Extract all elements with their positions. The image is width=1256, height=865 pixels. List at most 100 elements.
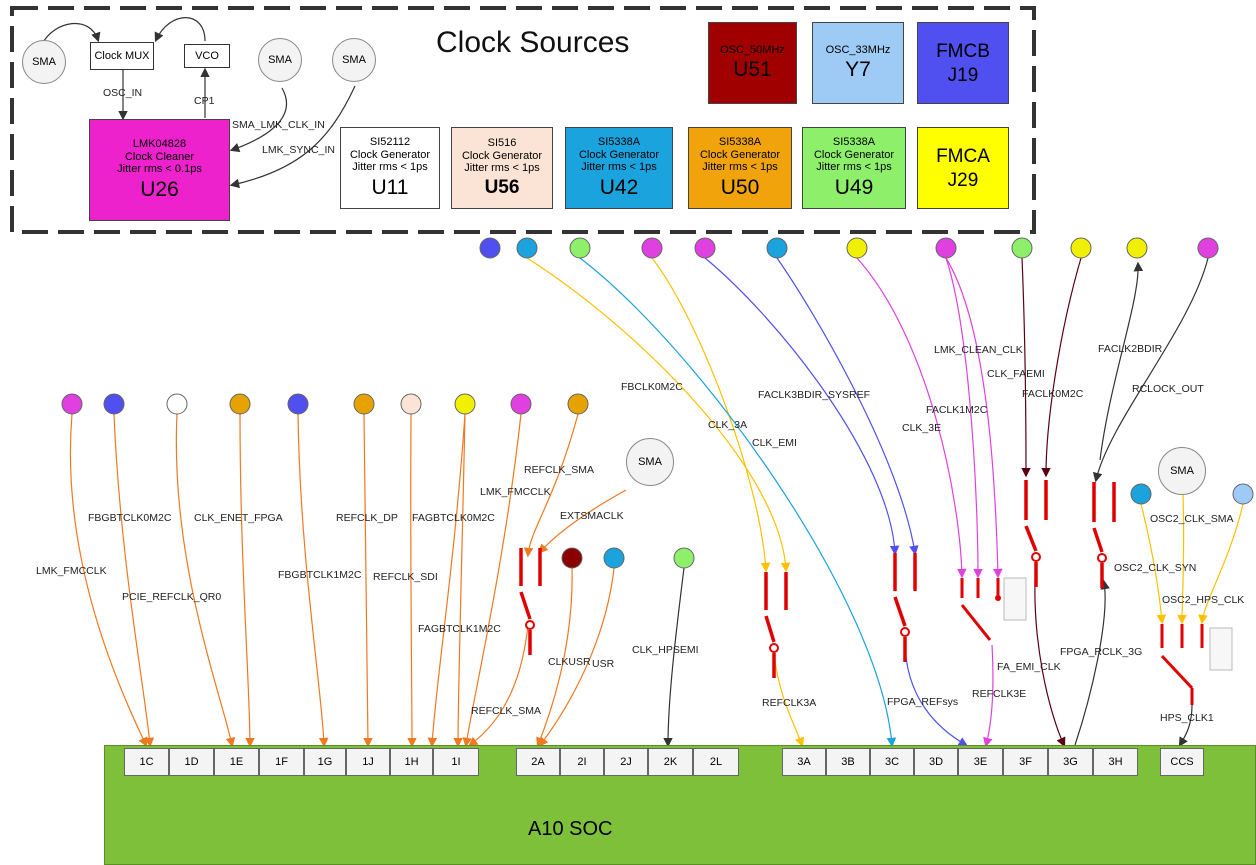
- dot-9: [510, 393, 532, 415]
- chip-j29-line1: FMCA: [936, 146, 990, 168]
- bank-1C: 1C: [124, 748, 169, 776]
- link-osc2-clk-sma: [1177, 494, 1187, 625]
- switch-3e-lever: [960, 604, 992, 641]
- dot-4: [229, 393, 251, 415]
- signal-label-17: CLK_3A: [708, 419, 747, 431]
- chip-u50-line3: Jitter rms < 1ps: [702, 161, 778, 174]
- signal-label-25: CLK_FAEMI: [987, 368, 1045, 380]
- dot-13: [673, 547, 695, 569]
- signal-label-19: REFCLK3A: [762, 697, 816, 709]
- dot-11: [561, 547, 583, 569]
- chip-j29: FMCA J29: [917, 127, 1009, 209]
- chip-u26-line3: Jitter rms < 0.1ps: [117, 163, 202, 176]
- signal-label-30: RCLOCK_OUT: [1132, 383, 1204, 395]
- link-fbclk0m2c: [651, 257, 771, 573]
- link-refclk3e: [983, 644, 994, 748]
- link-fpga-rclk-3g: [1074, 579, 1110, 746]
- chip-j19: FMCB J19: [917, 22, 1009, 104]
- signal-label-22: CLK_3E: [902, 422, 941, 434]
- sma-to-mux-line: [41, 23, 101, 45]
- dot-17: [641, 237, 663, 259]
- signal-label-21: FPGA_REFsys: [887, 696, 958, 708]
- chip-u11-line3: Jitter rms < 1ps: [352, 161, 428, 174]
- chip-u50-line2: Clock Generator: [699, 148, 781, 161]
- dot-26: [1130, 483, 1152, 505]
- clock-sources-title: Clock Sources: [436, 26, 630, 59]
- signal-label-8: FAGBTCLK1M2C: [418, 623, 501, 635]
- chip-u42-line2: Clock Generator: [578, 148, 660, 161]
- clock-mux-box: Clock MUX: [90, 42, 154, 70]
- dot-27: [1232, 483, 1254, 505]
- a10-soc-label: A10 SOC: [528, 818, 613, 840]
- link-fpga-refsys: [904, 639, 969, 747]
- signal-label-0: LMK_FMCCLK: [36, 565, 107, 577]
- osc-in-label: OSC_IN: [103, 87, 142, 99]
- chip-u56-line3: Jitter rms < 1ps: [464, 162, 540, 175]
- bank-2J: 2J: [604, 748, 648, 776]
- link-refclk-dp: [363, 413, 373, 748]
- chip-u26-line1: LMK04828: [132, 137, 187, 150]
- link-fa-emi-clk: [1034, 559, 1066, 748]
- chip-u42-ref: U42: [599, 175, 639, 199]
- link-extsmaclk: [538, 489, 627, 554]
- chip-u42-line1: SI5338A: [597, 135, 641, 148]
- signal-label-29: FACLK2BDIR: [1098, 343, 1163, 355]
- sma-connector-1[interactable]: SMA: [22, 40, 66, 84]
- link-fbgbtclk1m2c: [297, 413, 329, 748]
- sma-connector-osc2[interactable]: SMA: [1158, 447, 1206, 495]
- sma-connector-3[interactable]: SMA: [332, 38, 376, 82]
- bank-3F: 3F: [1003, 748, 1048, 776]
- chip-u50: SI5338A Clock Generator Jitter rms < 1ps…: [688, 127, 792, 209]
- sma-connector-refclk[interactable]: SMA: [626, 438, 674, 486]
- switch-3c-pivot: [900, 627, 910, 637]
- dot-23: [1070, 237, 1092, 259]
- dot-25: [1197, 237, 1219, 259]
- signal-label-4: FBGBTCLK1M2C: [278, 569, 362, 581]
- chip-j19-ref: J19: [947, 65, 979, 86]
- dot-21: [935, 237, 957, 259]
- dot-24: [1126, 237, 1148, 259]
- bank-2I: 2I: [560, 748, 604, 776]
- chip-u49-line3: Jitter rms < 1ps: [816, 161, 892, 174]
- sma-lmk-clk-in-line: [229, 87, 288, 153]
- link-clk-3a: [526, 257, 791, 573]
- link-osc2-hps-clk: [1198, 503, 1244, 625]
- chip-u11-ref: U11: [371, 175, 409, 199]
- signal-label-31: FPGA_RCLK_3G: [1060, 646, 1142, 658]
- chip-u11-line1: SI52112: [369, 135, 411, 148]
- link-lmk-fmcclk-2: [462, 413, 522, 748]
- link-fagbtclk0m2c: [427, 413, 466, 748]
- bank-2L: 2L: [693, 748, 739, 776]
- clock-sources-frame: [10, 6, 1036, 234]
- link-clk-emi: [579, 257, 897, 748]
- cp1-label: CP1: [194, 95, 215, 107]
- sma-connector-2[interactable]: SMA: [258, 38, 302, 82]
- dot-16: [569, 237, 591, 259]
- signal-label-20: FACLK3BDIR_SYSREF: [758, 389, 870, 401]
- link-faclk0m2c: [1041, 257, 1082, 478]
- switch-2a-pivot: [525, 620, 535, 630]
- chip-y7-ref: Y7: [845, 58, 871, 82]
- signal-label-9: LMK_FMCCLK: [480, 486, 551, 498]
- signal-label-35: HPS_CLK1: [1160, 712, 1214, 724]
- dot-10: [567, 393, 589, 415]
- signal-label-18: CLK_EMI: [752, 437, 797, 449]
- signal-label-16: FBCLK0M2C: [621, 381, 683, 393]
- link-rclock-out: [1092, 257, 1209, 483]
- dot-3: [166, 393, 188, 415]
- link-clk-faemi: [1021, 257, 1031, 478]
- link-refclk-sma-out: [468, 624, 529, 747]
- chip-u56-line2: Clock Generator: [461, 149, 543, 162]
- switch-3f-lever: [1024, 525, 1038, 552]
- link-faclk1m2c: [945, 257, 983, 579]
- dot-7: [400, 393, 422, 415]
- bank-1G: 1G: [304, 748, 346, 776]
- dot-19: [766, 237, 788, 259]
- link-faclk3bdir-2: [776, 257, 919, 556]
- link-refclk-sdi: [407, 413, 417, 748]
- lmk-sync-label: LMK_SYNC_IN: [262, 144, 335, 156]
- chip-u50-ref: U50: [720, 175, 760, 199]
- chip-u49-line1: SI5338A: [832, 135, 876, 148]
- switch-3e-box: [1003, 577, 1027, 621]
- bank-1F: 1F: [259, 748, 304, 776]
